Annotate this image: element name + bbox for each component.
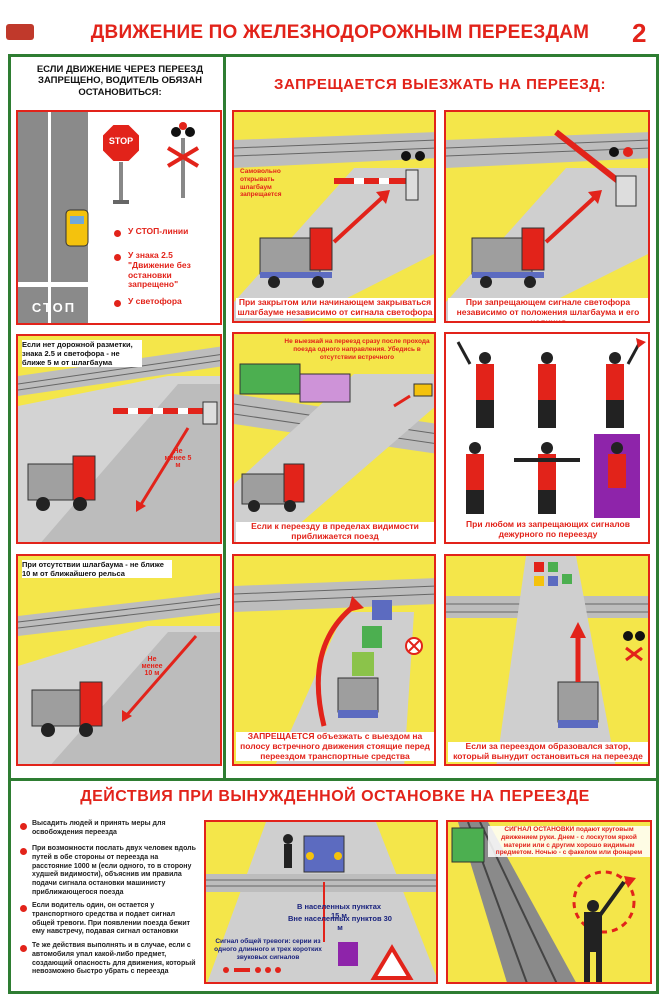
action-item-2: При возможности послать двух человек вдо… <box>32 845 196 896</box>
forced-stop-panel: В населенных пунктах 15 м Вне населенных… <box>204 820 438 984</box>
action-item-3: Если водитель один, он остается у трансп… <box>32 902 191 936</box>
distance-in-town: В населенных пунктах 15 м <box>296 902 382 920</box>
page-number: 2 <box>632 18 647 48</box>
action-item-1: Высадить людей и принять меры для освобо… <box>32 820 166 836</box>
alarm-caption: Сигнал общей тревоги: серии из одного дл… <box>214 938 322 961</box>
panel-caption: ЗАПРЕЩАЕТСЯ объезжать с выездом на полос… <box>236 731 434 762</box>
left-panel-stop: STOP СТОП У СТОП-линии У знака 2.5 "Движ… <box>16 110 222 325</box>
panel-caption: Если нет дорожной разметки, знака 2.5 и … <box>22 340 142 367</box>
overtaking-illustration <box>234 556 434 764</box>
panel-caption: При отсутствии шлагбаума - не ближе 10 м… <box>22 560 172 578</box>
action-item-4: Те же действия выполнять и в случае, есл… <box>32 942 196 976</box>
forbidden-panel-train: Не выезжай на переезд сразу после проход… <box>232 332 436 544</box>
forbidden-panel-guard: При любом из запрещающих сигналов дежурн… <box>444 332 650 544</box>
forbidden-panel-signal: При запрещающем сигнале светофора незави… <box>444 110 650 323</box>
stalled-car-illustration <box>206 822 436 982</box>
forbidden-panel-barrier: Самовольно открывать шлагбаум запрещаетс… <box>232 110 436 323</box>
stop-signal-caption: СИГНАЛ ОСТАНОВКИ подают круговым движени… <box>488 826 650 858</box>
bullet-dot <box>20 823 27 830</box>
red-signal-illustration <box>446 112 648 321</box>
stop-item-1: У СТОП-линии <box>128 226 189 236</box>
panel-note: Самовольно открывать шлагбаум запрещаетс… <box>240 168 282 199</box>
panel-note: Не выезжай на переезд сразу после проход… <box>284 338 430 361</box>
road-stop-text: СТОП <box>31 300 77 315</box>
panel-caption: При закрытом или начинающем закрываться … <box>236 297 434 318</box>
panel-caption: Если за переездом образовался затор, кот… <box>448 741 648 762</box>
stop-signal-panel: СИГНАЛ ОСТАНОВКИ подают круговым движени… <box>446 820 652 984</box>
bullet-dot <box>20 945 27 952</box>
bullet-dot <box>20 905 27 912</box>
panel-caption: При любом из запрещающих сигналов дежурн… <box>466 519 630 539</box>
poster-frame <box>8 54 659 994</box>
stop-scene-illustration <box>18 112 200 323</box>
barrier-scene-illustration <box>18 336 220 542</box>
left-column <box>8 54 226 778</box>
distance-label: Не менее 10 м <box>141 656 163 677</box>
bottom-section <box>8 778 659 994</box>
approaching-train-illustration <box>234 334 434 542</box>
forbidden-panel-overtake: ЗАПРЕЩАЕТСЯ объезжать с выездом на полос… <box>232 554 436 766</box>
closed-barrier-illustration <box>234 112 434 321</box>
panel-caption: Если к переезду в пределах видимости при… <box>236 521 434 542</box>
bullet-dot <box>114 254 121 261</box>
stop-sign-text: STOP <box>108 136 134 146</box>
bottom-heading: ДЕЙСТВИЯ ПРИ ВЫНУЖДЕННОЙ ОСТАНОВКЕ НА ПЕ… <box>80 788 590 805</box>
left-panel-5m: Если нет дорожной разметки, знака 2.5 и … <box>16 334 222 544</box>
bullet-dot <box>114 300 121 307</box>
left-panel-10m: При отсутствии шлагбаума - не ближе 10 м… <box>16 554 222 766</box>
forbidden-panel-jam: Если за переездом образовался затор, кот… <box>444 554 650 766</box>
guard-signals-illustration <box>456 338 646 518</box>
distance-label: Не менее 5 м <box>164 448 192 469</box>
truck-logo-icon <box>6 24 34 40</box>
panel-caption: При запрещающем сигнале светофора незави… <box>448 297 648 321</box>
bullet-dot <box>20 848 27 855</box>
bullet-dot <box>114 230 121 237</box>
stop-item-2: У знака 2.5 "Движение без остановки запр… <box>128 250 191 290</box>
no-barrier-scene-illustration <box>18 556 220 764</box>
distance-out-of-town: Вне населенных пунктов 30 м <box>288 914 392 932</box>
left-heading: ЕСЛИ ДВИЖЕНИЕ ЧЕРЕЗ ПЕРЕЕЗД ЗАПРЕЩЕНО, В… <box>36 64 204 98</box>
stop-item-3: У светофора <box>128 296 182 306</box>
page-title: ДВИЖЕНИЕ ПО ЖЕЛЕЗНОДОРОЖНЫМ ПЕРЕЕЗДАМ <box>90 22 590 43</box>
right-heading: ЗАПРЕЩАЕТСЯ ВЫЕЗЖАТЬ НА ПЕРЕЕЗД: <box>274 76 606 93</box>
traffic-jam-illustration <box>446 556 648 764</box>
